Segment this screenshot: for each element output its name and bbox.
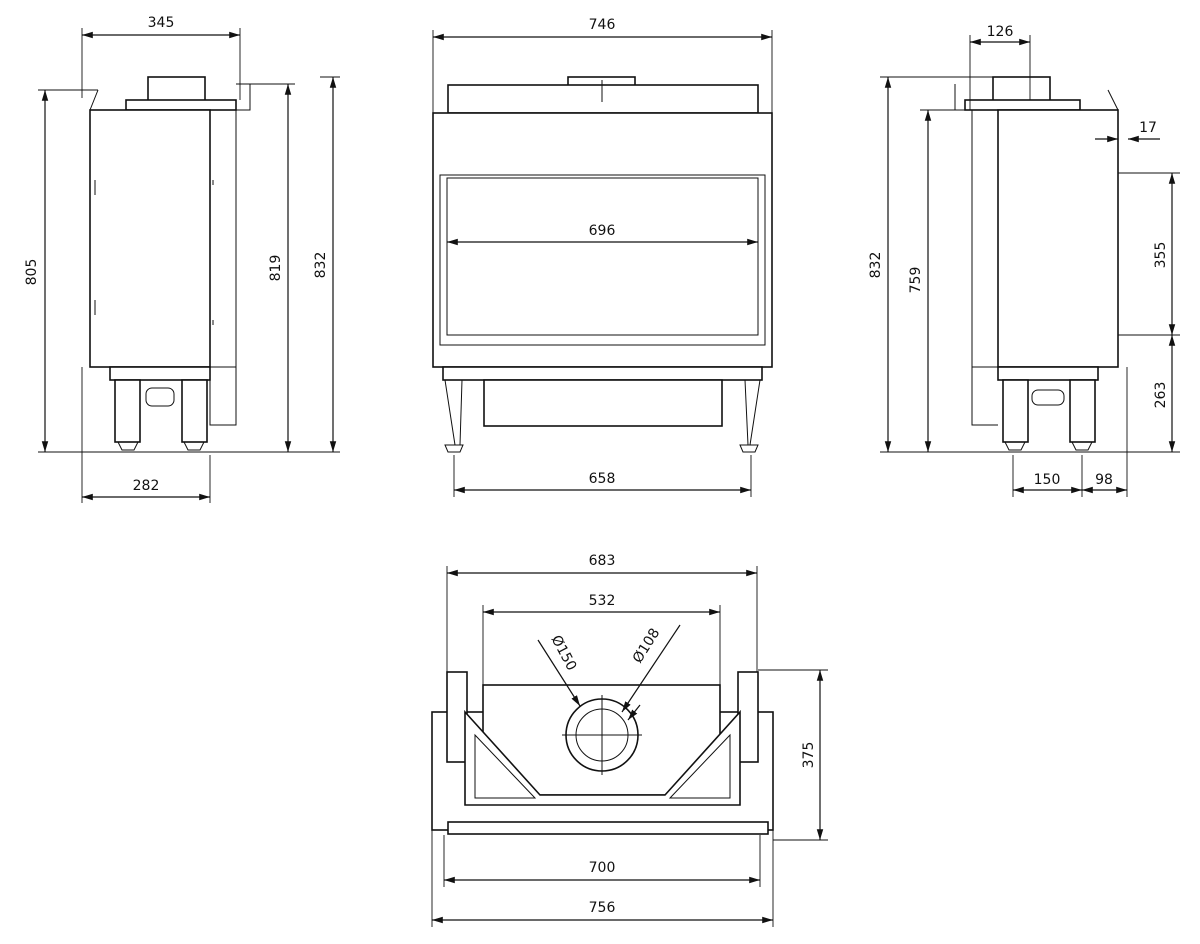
dim-819: 819 <box>268 255 284 282</box>
dim-375: 375 <box>801 742 817 769</box>
front-view <box>432 76 773 453</box>
dim-832-left: 832 <box>313 252 329 279</box>
dim-805: 805 <box>24 259 40 286</box>
dim-150: 150 <box>1034 472 1061 488</box>
side-view-left <box>89 76 290 451</box>
dim-355: 355 <box>1153 242 1169 269</box>
dim-700: 700 <box>589 860 616 876</box>
dim-98: 98 <box>1095 472 1113 488</box>
dim-532: 532 <box>589 593 616 609</box>
dim-126: 126 <box>987 24 1014 40</box>
dim-756: 756 <box>589 900 616 916</box>
dim-746: 746 <box>589 17 616 33</box>
dim-dia-108: Ø108 <box>630 626 664 666</box>
dim-263: 263 <box>1153 382 1169 409</box>
dim-dia-150: Ø150 <box>548 633 580 674</box>
front-view-dimensions: 746 696 658 <box>432 17 773 497</box>
dim-17: 17 <box>1139 120 1157 136</box>
dim-282: 282 <box>133 478 160 494</box>
side-view-right-dimensions: 126 17 832 759 355 263 150 98 <box>868 24 1180 497</box>
dim-759: 759 <box>908 267 924 294</box>
dim-683: 683 <box>589 553 616 569</box>
dim-832-right: 832 <box>868 252 884 279</box>
dim-345: 345 <box>148 15 175 31</box>
dim-658: 658 <box>589 471 616 487</box>
dim-696: 696 <box>589 223 616 239</box>
side-view-left-dimensions: 345 805 819 832 282 <box>24 15 340 503</box>
top-view <box>431 671 774 835</box>
side-view-right <box>954 76 1119 451</box>
